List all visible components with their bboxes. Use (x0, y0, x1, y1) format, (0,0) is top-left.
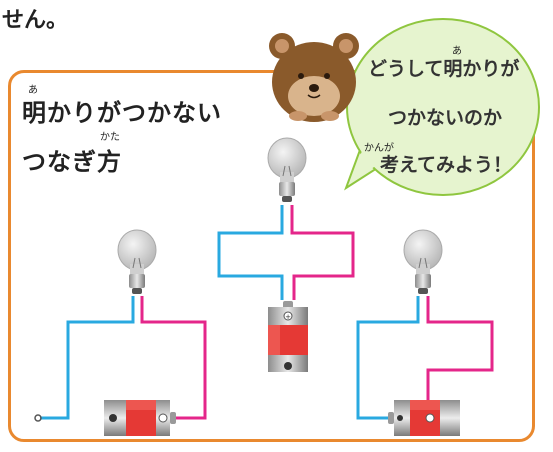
bubble-line-3: 考えてみよう！ (380, 154, 513, 176)
bubble-ruby-kanga: かんが (364, 143, 394, 154)
circuit-center: + (217, 137, 355, 372)
speech-bubble-icon (344, 18, 540, 196)
previous-text-fragment: せん。 (2, 8, 69, 33)
heading-line-1: 明かりがつかない (22, 99, 222, 127)
content-frame (8, 70, 535, 442)
bubble-line-2: つかないのか (388, 107, 503, 129)
bubble-line-1: どうして明かりが (368, 58, 520, 80)
circuit-left (34, 229, 207, 436)
circuit-right (356, 229, 494, 436)
bear-mascot-icon (269, 33, 359, 122)
battery-icon (104, 400, 176, 436)
heading-line-2: つなぎ方 (22, 148, 122, 176)
heading-ruby-kata: かた (100, 132, 120, 143)
bubble-ruby-a: あ (452, 46, 462, 57)
svg-text:+: + (285, 313, 291, 321)
light-bulb-icon (403, 229, 443, 294)
light-bulb-icon (117, 229, 157, 294)
battery-icon: + (268, 301, 308, 372)
heading-ruby-a: あ (28, 85, 38, 96)
light-bulb-icon (267, 137, 307, 202)
battery-icon (388, 400, 460, 436)
